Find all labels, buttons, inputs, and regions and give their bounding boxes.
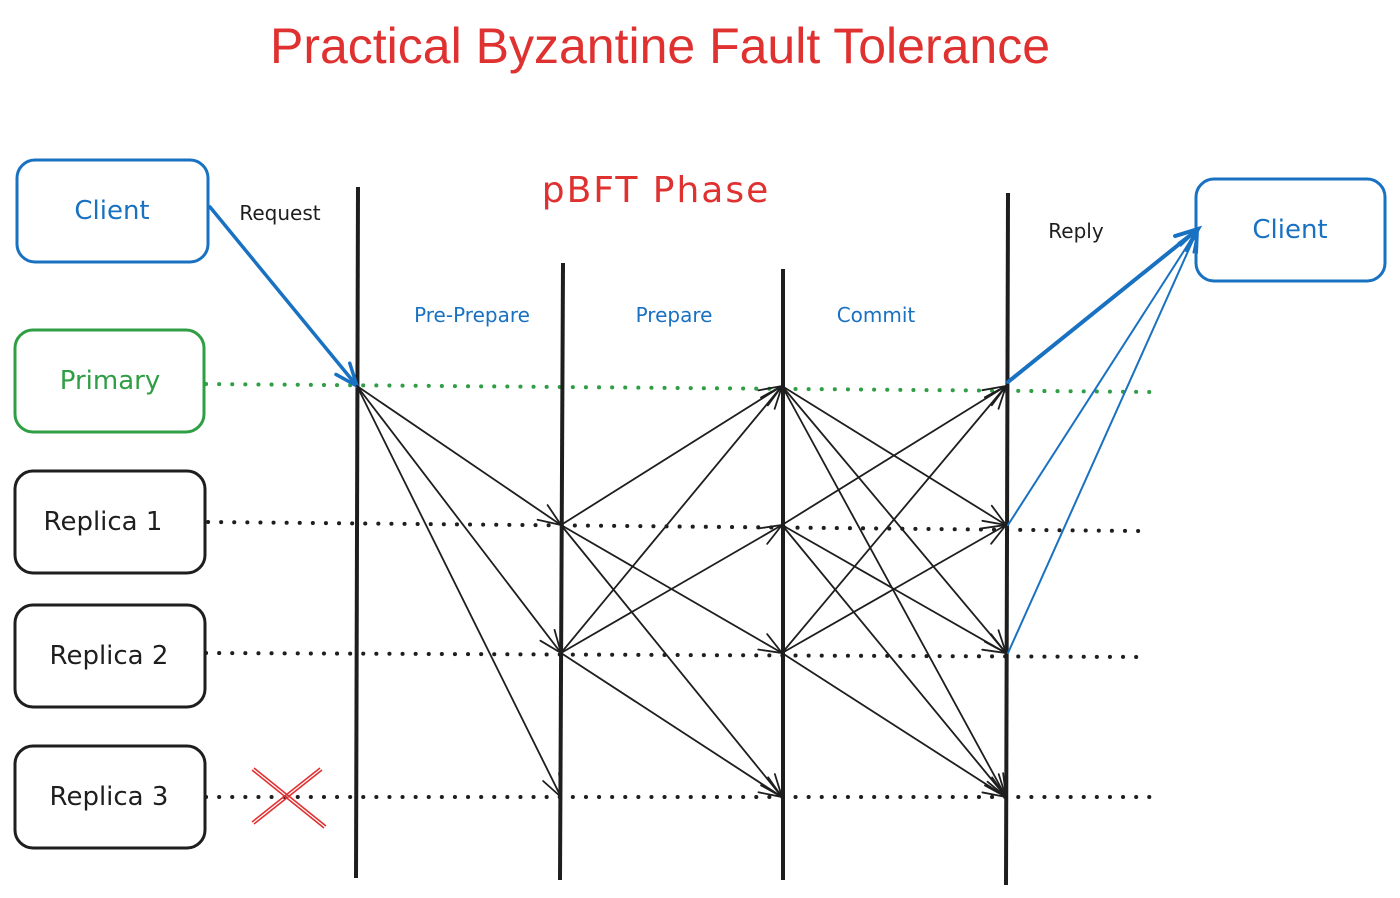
request-arrow-shaft — [208, 205, 359, 388]
commit-arrow-replica2-to-replica1 — [781, 523, 1009, 654]
request-label: Request — [239, 201, 320, 225]
commit-arrow-replica2-to-replica3-head — [981, 776, 1009, 799]
replica-2-box — [13, 603, 207, 709]
prepare-arrow-replica1-to-replica3 — [560, 524, 784, 799]
replica-1-box — [13, 469, 207, 575]
primary-timeline — [204, 382, 1158, 394]
reply-arrow-replica2 — [1007, 226, 1200, 654]
client-right-label: Client — [1252, 215, 1327, 245]
pre-prepare-arrow-replica2-shaft — [356, 385, 562, 654]
pre-prepare-arrow-replica1-shaft — [356, 385, 562, 526]
commit-arrow-replica1-to-replica3 — [781, 524, 1008, 799]
request-arrow — [208, 205, 360, 390]
reply-arrows — [1006, 225, 1203, 654]
reply-arrow-primary — [1006, 225, 1203, 384]
commit-arrow-replica2-to-replica1-head — [981, 523, 1009, 545]
commit-arrow-replica1-to-replica3-shaft — [781, 524, 1007, 798]
reply-arrow-primary-shaft — [1006, 227, 1200, 384]
pre-prepare-arrow-replica1 — [356, 385, 564, 527]
phase-label-commit: Commit — [837, 303, 916, 327]
commit-arrow-replica2-to-primary-head — [983, 384, 1008, 410]
commit-arrow-replica1-to-replica2-head — [981, 633, 1009, 655]
node-replica-3: Replica 3 — [13, 744, 207, 850]
reply-arrow-replica2-head — [1179, 226, 1200, 254]
commit-arrow-replica2-to-primary-shaft — [781, 385, 1007, 654]
client-left-box — [15, 158, 210, 264]
phase-divider-commit — [1004, 192, 1010, 886]
prepare-arrow-replica2-to-replica3-head — [757, 776, 785, 799]
pre-prepare-arrow-replica3-head — [542, 772, 563, 800]
commit-arrow-replica2-to-replica3 — [781, 652, 1009, 799]
commit-arrow-primary-to-replica3 — [781, 385, 1008, 800]
phase-title: pBFT Phase — [542, 170, 771, 211]
diagram-title: Practical Byzantine Fault Tolerance — [270, 18, 1050, 74]
request-arrows — [208, 205, 360, 390]
phase-divider-pre-prepare — [558, 262, 565, 881]
prepare-arrow-replica1-to-replica3-shaft — [560, 524, 783, 798]
replica-2-label: Replica 2 — [50, 641, 169, 671]
phase-label-prepare: Prepare — [636, 303, 713, 327]
replica-3-label: Replica 3 — [50, 782, 169, 812]
pre-prepare-arrow-replica3-shaft — [356, 385, 562, 798]
reply-arrow-replica2-shaft — [1007, 228, 1199, 654]
commit-arrows — [781, 384, 1009, 800]
prepare-arrows — [560, 384, 785, 799]
prepare-arrow-replica1-to-primary-shaft — [560, 385, 783, 526]
node-client-left: Client — [15, 158, 210, 264]
primary-label: Primary — [60, 366, 160, 396]
commit-arrow-replica2-to-replica3-shaft — [781, 652, 1007, 798]
pre-prepare-arrows — [356, 385, 564, 800]
node-primary: Primary — [13, 328, 206, 434]
node-replica-2: Replica 2 — [13, 603, 207, 709]
prepare-arrow-replica2-to-replica1-shaft — [560, 524, 783, 654]
pre-prepare-arrow-replica2 — [356, 385, 563, 655]
prepare-arrow-replica2-to-replica3 — [560, 652, 785, 799]
reply-arrow-replica1-shaft — [1007, 228, 1199, 526]
pre-prepare-arrow-replica3 — [356, 385, 563, 800]
client-left-label: Client — [74, 196, 149, 226]
prepare-arrow-replica2-to-replica3-shaft — [560, 652, 783, 798]
prepare-arrow-replica1-to-primary — [560, 384, 785, 526]
commit-arrow-primary-to-replica3-shaft — [781, 385, 1007, 798]
commit-arrow-replica1-to-primary-shaft — [781, 385, 1007, 526]
reply-arrow-replica1 — [1007, 226, 1200, 526]
phase-divider-request — [354, 186, 360, 879]
reply-label: Reply — [1048, 219, 1104, 243]
node-replica-1: Replica 1 — [13, 469, 207, 575]
prepare-arrow-replica2-to-primary — [560, 384, 784, 654]
node-client-right: Client — [1194, 177, 1387, 283]
commit-arrow-replica2-to-primary — [781, 384, 1008, 654]
commit-arrow-replica2-to-replica1-shaft — [781, 524, 1007, 654]
fault-x-icon — [251, 767, 327, 829]
primary-box — [13, 328, 206, 434]
replica-1-timeline — [206, 520, 1144, 533]
phase-label-pre-prepare: Pre-Prepare — [414, 303, 530, 327]
prepare-arrow-replica2-to-primary-shaft — [560, 385, 783, 654]
replica-2-timeline — [204, 651, 1142, 659]
replica-1-label: Replica 1 — [44, 507, 163, 537]
